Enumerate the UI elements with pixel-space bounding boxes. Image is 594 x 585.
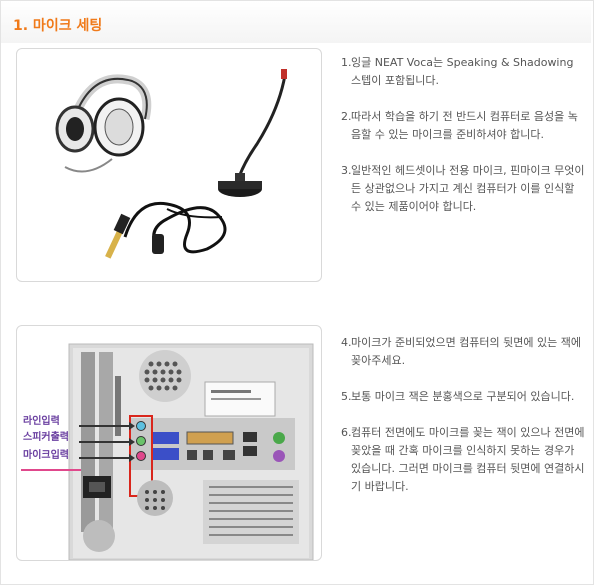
section-header: 1. 마이크 세팅	[1, 1, 591, 43]
step-item: 4. 마이크가 준비되었으면 컴퓨터의 뒷면에 있는 잭에 꽂아주세요.	[341, 334, 587, 370]
step-item: 1. 잉글 NEAT Voca는 Speaking & Shadowing 스텝…	[341, 54, 587, 90]
jack-label-mic-in: 마이크입력	[23, 450, 69, 461]
step-number: 3.	[341, 164, 352, 177]
jack-label-speaker-out: 스피커출력	[23, 432, 69, 443]
step-item: 6. 컴퓨터 전면에도 마이크를 꽂는 잭이 있으나 전면에 꽂았을 때 간혹 …	[341, 424, 587, 496]
step-item: 5. 보통 마이크 잭은 분홍색으로 구분되어 있습니다.	[341, 388, 587, 406]
section-title: 1. 마이크 세팅	[13, 18, 103, 34]
desk-microphone-image	[218, 69, 287, 197]
step-text: 일반적인 헤드셋이나 전용 마이크, 핀마이크 무엇이든 상관없으나 가지고 계…	[351, 164, 585, 213]
jack-label-line-in: 라인입력	[23, 416, 60, 427]
step-number: 6.	[341, 426, 352, 439]
fan-grille-top	[139, 350, 191, 402]
step-number: 2.	[341, 110, 352, 123]
step-text: 마이크가 준비되었으면 컴퓨터의 뒷면에 있는 잭에 꽂아주세요.	[351, 336, 582, 367]
step-number: 5.	[341, 390, 352, 403]
step-text: 잉글 NEAT Voca는 Speaking & Shadowing 스텝이 포…	[351, 56, 574, 87]
headset-image	[55, 74, 152, 173]
computer-back-panel-image: 라인입력 스피커출력 마이크입력	[16, 325, 322, 561]
step-number: 1.	[341, 56, 352, 69]
microphones-image	[16, 48, 322, 282]
step-item: 2. 따라서 학습을 하기 전 반드시 컴퓨터로 음성을 녹음할 수 있는 마이…	[341, 108, 587, 144]
steps-group-2: 4. 마이크가 준비되었으면 컴퓨터의 뒷면에 있는 잭에 꽂아주세요. 5. …	[341, 334, 587, 514]
step-text: 따라서 학습을 하기 전 반드시 컴퓨터로 음성을 녹음할 수 있는 마이크를 …	[351, 110, 578, 141]
step-item: 3. 일반적인 헤드셋이나 전용 마이크, 핀마이크 무엇이든 상관없으나 가지…	[341, 162, 587, 216]
pin-microphone-image	[105, 201, 227, 259]
step-number: 4.	[341, 336, 352, 349]
step-text: 컴퓨터 전면에도 마이크를 꽂는 잭이 있으나 전면에 꽂았을 때 간혹 마이크…	[351, 426, 585, 493]
step-text: 보통 마이크 잭은 분홍색으로 구분되어 있습니다.	[351, 390, 575, 403]
steps-group-1: 1. 잉글 NEAT Voca는 Speaking & Shadowing 스텝…	[341, 54, 587, 234]
